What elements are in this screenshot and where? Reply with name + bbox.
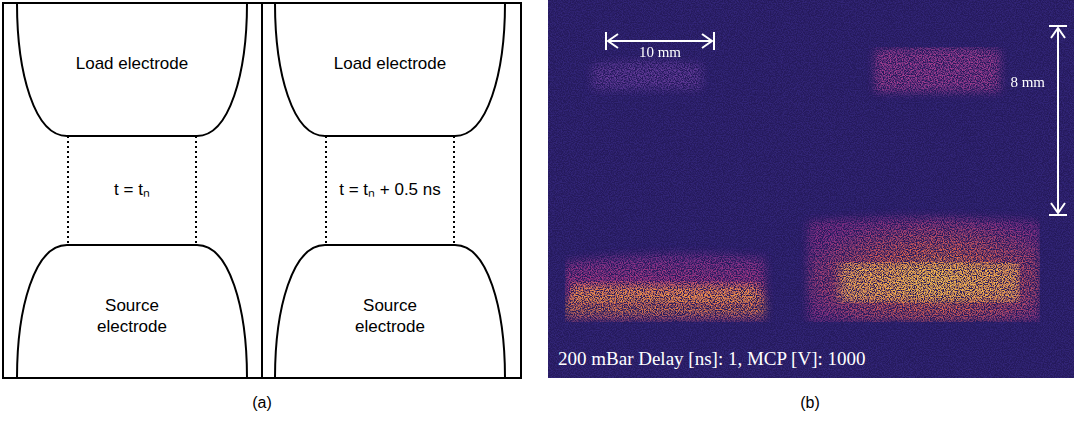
electrode-shape	[275, 245, 505, 378]
panel-divider	[261, 3, 263, 378]
electrode-shape	[17, 3, 247, 136]
scale-label: 10 mm	[639, 44, 681, 61]
dotted-edge	[453, 136, 455, 245]
load-electrode: Load electrode	[275, 3, 505, 136]
image-caption: 200 mBar Delay [ns]: 1, MCP [V]: 1000	[558, 348, 866, 370]
time-label: t = tₙ	[114, 180, 150, 200]
electrode-label: Load electrode	[334, 54, 446, 74]
electrode-label: Load electrode	[76, 54, 188, 74]
electrode-label: Source electrode	[73, 296, 191, 337]
panel-frame	[3, 3, 521, 378]
panel-label: (b)	[800, 394, 820, 412]
dotted-edge	[325, 136, 327, 245]
dotted-edge	[195, 136, 197, 245]
scale-arrow	[1049, 26, 1067, 215]
electrode-shape	[17, 245, 247, 378]
electrode-shape	[275, 3, 505, 136]
mcp-image	[548, 0, 1074, 378]
source-electrode: Source electrode	[275, 245, 505, 378]
gap-region: t = tₙ + 0.5 ns	[325, 136, 455, 245]
scale-label: 8 mm	[1010, 74, 1045, 91]
gap-region: t = tₙ	[67, 136, 197, 245]
load-electrode: Load electrode	[17, 3, 247, 136]
dotted-edge	[67, 136, 69, 245]
source-electrode: Source electrode	[17, 245, 247, 378]
panel-label: (a)	[252, 394, 272, 412]
electrode-label: Source electrode	[331, 296, 449, 337]
time-label: t = tₙ + 0.5 ns	[339, 180, 441, 200]
